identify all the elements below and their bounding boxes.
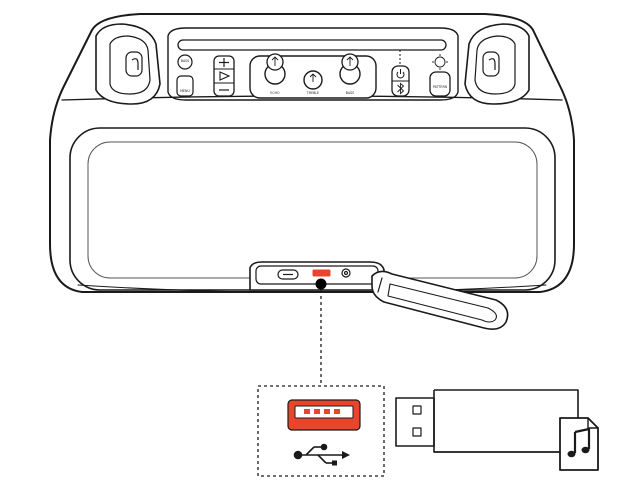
- bass-boost-label: BASS: [181, 59, 189, 63]
- bluetooth-icon[interactable]: [397, 82, 405, 95]
- power-port[interactable]: [341, 268, 351, 278]
- play-icon[interactable]: [219, 71, 231, 81]
- music-note-icon: [559, 417, 599, 471]
- port-panel: [249, 261, 385, 291]
- usb-port[interactable]: [312, 269, 331, 277]
- light-pattern-buttons[interactable]: PATTERN: [429, 54, 451, 97]
- menu-button[interactable]: MENU: [176, 75, 194, 97]
- bass-boost-button[interactable]: BASS: [177, 54, 193, 70]
- usb-contact-bottom: [412, 427, 422, 437]
- connection-pointer: [315, 278, 327, 386]
- right-handle: [464, 23, 530, 105]
- treble-label: TREBLE: [306, 91, 319, 95]
- connection-dot: [315, 278, 327, 290]
- volume-play-rocker[interactable]: [213, 55, 235, 97]
- left-handle: [95, 23, 161, 105]
- power-bluetooth-buttons[interactable]: [391, 50, 410, 97]
- usb-contact-top: [412, 405, 422, 415]
- plus-icon[interactable]: [219, 58, 229, 67]
- menu-label: MENU: [180, 89, 190, 93]
- aux-port[interactable]: [277, 269, 299, 280]
- power-icon[interactable]: [396, 69, 405, 79]
- echo-label: ECHO: [270, 91, 280, 95]
- knob-echo[interactable]: ECHO: [264, 53, 286, 95]
- pattern-label: PATTERN: [433, 85, 448, 89]
- usb-flash-drive: [395, 389, 579, 453]
- usb-port-callout: [257, 385, 385, 477]
- knob-bass[interactable]: BASS: [339, 53, 361, 95]
- port-flap[interactable]: [371, 270, 509, 330]
- light-icon[interactable]: [432, 54, 448, 70]
- usb-icon: [293, 443, 350, 466]
- usb-port-enlarged: [287, 399, 361, 431]
- knob-treble[interactable]: TREBLE: [303, 70, 323, 95]
- bass-label: BASS: [346, 91, 354, 95]
